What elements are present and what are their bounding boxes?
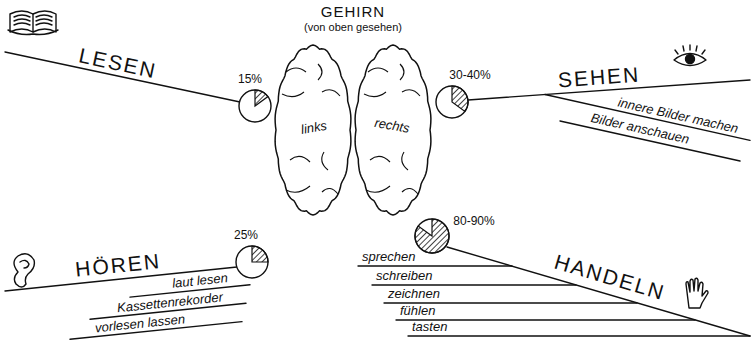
book-icon — [8, 11, 58, 35]
hand-icon — [686, 278, 708, 308]
branch-item: schreiben — [376, 269, 432, 283]
sub-line — [372, 284, 576, 285]
branch-line — [447, 247, 750, 336]
sub-line — [408, 335, 750, 336]
percent-label: 30-40% — [449, 69, 490, 82]
branch-item: sprechen — [362, 250, 415, 264]
branch-item: tasten — [412, 320, 447, 334]
branch-item: zeichnen — [388, 287, 440, 301]
brain-outline — [272, 42, 434, 217]
branch-item: fühlen — [400, 304, 435, 318]
pie-node: 15% — [237, 88, 273, 124]
percent-label: 25% — [234, 229, 258, 242]
pie-node: 25% — [234, 244, 270, 280]
brain-heading: (von oben gesehen) — [304, 21, 402, 33]
hemisphere-label: rechts — [373, 116, 410, 136]
pie-chart — [234, 244, 270, 280]
pie-chart — [434, 84, 470, 120]
pie-node: 30-40% — [434, 84, 470, 120]
branch-title: HANDELN — [552, 250, 668, 304]
pie-chart — [237, 88, 273, 124]
hemisphere-label: links — [300, 119, 328, 138]
brain-heading: GEHIRN — [321, 4, 385, 21]
pie-chart — [413, 217, 451, 255]
pie-node: 80-90% — [413, 217, 451, 255]
percent-label: 15% — [238, 73, 262, 86]
eye-icon — [674, 45, 706, 66]
percent-label: 80-90% — [453, 215, 494, 228]
ear-icon — [14, 254, 34, 287]
sub-line — [358, 265, 512, 266]
brain-node: GEHIRN(von oben gesehen)linksrechts — [272, 42, 434, 217]
branch-title: SEHEN — [557, 63, 641, 92]
